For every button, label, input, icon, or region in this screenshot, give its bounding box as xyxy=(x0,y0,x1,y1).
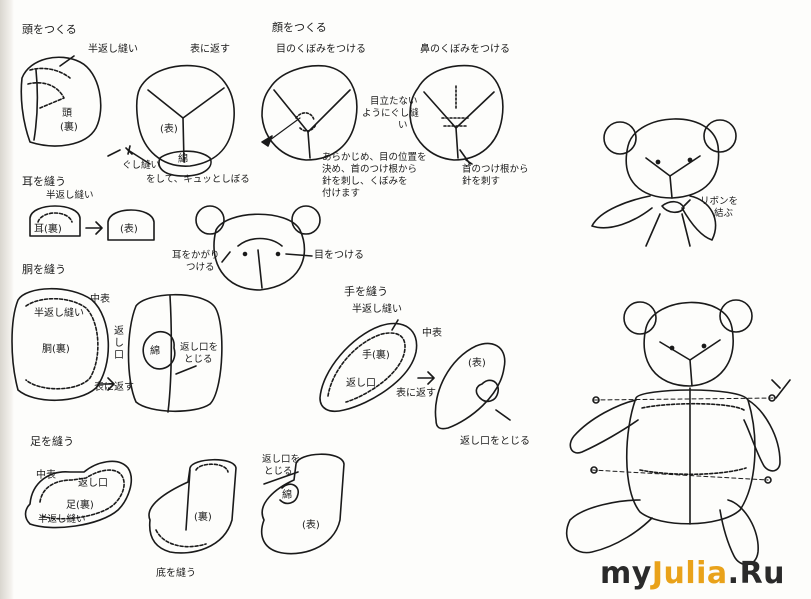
face-eye-dent-drawing xyxy=(261,64,358,161)
label-body-cotton: 綿 xyxy=(150,346,160,357)
label-body-opening: 返し口 xyxy=(114,326,124,361)
body-wrong-side-drawing xyxy=(11,287,115,402)
label-eye-note-1: あらかじめ、目の位置を xyxy=(322,152,427,163)
head-front-drawing xyxy=(125,64,235,177)
label-hand-wrong: 手(裏) xyxy=(362,350,390,361)
label-gather-1: ぐし縫い xyxy=(122,160,161,171)
foot-wrong-side-drawing xyxy=(24,460,133,529)
label-body-wrong: 胴(裏) xyxy=(42,344,70,355)
label-half-backstitch-foot: 半返し縫い xyxy=(38,514,86,525)
label-half-backstitch-ear: 半返し縫い xyxy=(46,190,94,201)
section-title-ear: 耳を縫う xyxy=(22,175,66,188)
section-title-hand: 手を縫う xyxy=(344,285,388,298)
foot-back-drawing xyxy=(148,458,237,554)
face-nose-dent-drawing xyxy=(409,64,504,165)
label-ear-wrong: 耳(裏) xyxy=(34,224,62,235)
label-eye-note-3: 針を刺し、くぼみを xyxy=(322,176,408,187)
label-turn-right-side-body: 表に返す xyxy=(94,382,134,393)
label-eye-dent: 目のくぼみをつける xyxy=(276,44,366,55)
hand-front-drawing xyxy=(434,342,511,430)
label-hand-opening: 返し口 xyxy=(346,378,376,389)
label-middle-front-foot: 中表 xyxy=(36,470,56,481)
label-close-opening-foot-1: 返し口を xyxy=(262,454,301,465)
label-ear-attach-1: 耳をかがり xyxy=(172,250,220,261)
section-title-foot: 足を縫う xyxy=(30,435,74,448)
label-half-backstitch-head: 半返し縫い xyxy=(88,44,138,55)
label-middle-front-hand: 中表 xyxy=(422,328,442,339)
label-ribbon-1: リボンを xyxy=(700,196,739,207)
head-wrong-side-drawing xyxy=(20,55,102,147)
label-inconspicuous-2: ようにぐし縫 xyxy=(362,108,419,119)
label-nose-note-2: 針を刺す xyxy=(462,176,501,187)
bear-head-ear-attach-drawing xyxy=(195,205,321,291)
label-turn-right-side-head: 表に返す xyxy=(190,44,230,55)
label-half-backstitch-body: 半返し縫い xyxy=(34,308,84,319)
watermark-part-3: .Ru xyxy=(727,556,786,591)
watermark-part-1: my xyxy=(600,556,652,591)
section-title-face: 顔をつくる xyxy=(272,21,327,34)
label-nose-note-1: 首のつけ根から xyxy=(462,164,529,175)
hand-wrong-side-drawing xyxy=(319,319,435,413)
label-hand-front: (表) xyxy=(468,358,486,369)
foot-front-drawing xyxy=(260,453,345,555)
section-title-body: 胴を縫う xyxy=(22,263,66,276)
watermark-part-2: Julia xyxy=(651,556,728,591)
book-spine-shadow xyxy=(0,0,14,599)
label-sew-bottom: 底を縫う xyxy=(156,568,196,579)
label-eye-note-2: 決め、首のつけ根から xyxy=(322,164,418,175)
label-eye-note-4: 付けます xyxy=(322,188,361,199)
section-title-head: 頭をつくる xyxy=(22,23,77,36)
label-head-front: (表) xyxy=(160,124,178,135)
label-head-cotton: 綿 xyxy=(178,154,188,165)
label-ear-front: (表) xyxy=(120,224,138,235)
label-inconspicuous-1: 目立たない xyxy=(370,96,418,107)
label-foot-opening: 返し口 xyxy=(78,478,108,489)
label-close-opening-hand: 返し口をとじる xyxy=(460,436,530,447)
label-turn-right-side-hand: 表に返す xyxy=(396,388,436,399)
label-half-backstitch-hand: 半返し縫い xyxy=(352,304,402,315)
label-foot-cotton: 綿 xyxy=(282,490,292,501)
label-ribbon-2: 結ぶ xyxy=(714,208,734,219)
bear-ribbon-drawing xyxy=(591,118,737,247)
label-inconspicuous-3: い xyxy=(398,120,408,131)
body-front-drawing xyxy=(127,293,223,413)
label-head: 頭 xyxy=(62,108,72,119)
label-close-opening-body-2: とじる xyxy=(184,354,213,365)
watermark-logo: myJulia.Ru xyxy=(600,556,785,591)
arrow xyxy=(107,149,121,157)
label-foot-wrong: 足(裏) xyxy=(66,500,94,511)
label-gather-2: をして、キュッとしぼる xyxy=(146,174,250,185)
label-head-wrong: (裏) xyxy=(60,122,78,133)
label-foot-front: (表) xyxy=(302,520,320,531)
ear-drawing xyxy=(29,205,155,241)
label-nose-dent: 鼻のくぼみをつける xyxy=(420,44,510,55)
bear-full-drawing xyxy=(565,299,791,566)
label-foot-back: (裏) xyxy=(194,512,212,523)
label-close-opening-body-1: 返し口を xyxy=(180,342,219,353)
label-close-opening-foot-2: とじる xyxy=(264,466,293,477)
label-middle-front-body: 中表 xyxy=(90,294,110,305)
label-attach-eye: 目をつける xyxy=(314,250,364,261)
label-ear-attach-2: つける xyxy=(186,262,215,273)
